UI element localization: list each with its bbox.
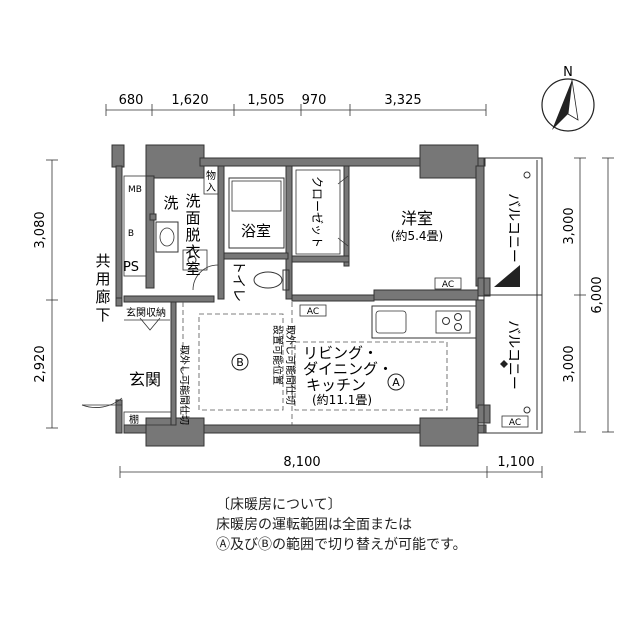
kitchen-counter: [371, 305, 477, 339]
top-dim-1505: 1,505: [247, 93, 284, 108]
balcony-drain-icon: [523, 171, 531, 179]
corridor-char-3: 廊: [95, 288, 110, 306]
monoire-char-2: 入: [206, 183, 216, 194]
monoire-char-1: 物: [206, 169, 216, 182]
floor-heating-area-b: [198, 313, 284, 411]
north-label: N: [563, 65, 573, 80]
ac-box: [434, 277, 462, 290]
top-dimension-line: [105, 104, 487, 116]
toilet-bowl-icon: [253, 271, 283, 289]
tana-label: 棚: [129, 413, 139, 426]
senmen-char-4: 衣: [185, 243, 200, 261]
ac-box: [299, 304, 327, 317]
diamond-marker-icon: [500, 360, 508, 368]
corridor-char-2: 用: [95, 270, 110, 288]
bottom-dim-8100: 8,100: [283, 455, 320, 470]
washbasin-icon: [155, 221, 179, 253]
floor-heating-note-title: 〔床暖房について〕: [216, 497, 342, 513]
western-room-area: (約5.4畳): [391, 228, 443, 243]
monoire-box: [203, 165, 219, 195]
senmen-char-3: 脱: [185, 226, 200, 244]
kitchen-sink-icon: [375, 310, 407, 334]
left-dim-2920: 2,920: [33, 345, 48, 382]
floor-heating-area-a: [294, 341, 448, 411]
right-dim-3000-top: 3,000: [562, 207, 577, 244]
ac-label-living: AC: [307, 307, 319, 317]
bath-label: 浴室: [241, 222, 271, 240]
top-dim-3325: 3,325: [384, 93, 421, 108]
toilet-tank-icon: [282, 269, 290, 291]
genkan-label: 玄関: [129, 370, 161, 389]
ldk-area: (約11.1畳): [312, 392, 372, 407]
bottom-dimension-line: [119, 466, 543, 478]
balcony-label-top: バルコニー: [505, 193, 521, 263]
ps-label: PS: [123, 260, 139, 275]
toilet-label: トイレ: [230, 260, 246, 302]
genkan-storage-label: 玄関収納: [126, 306, 166, 319]
triangle-marker-icon: [494, 265, 520, 287]
top-dim-680: 680: [119, 93, 144, 108]
stove-icon: [435, 310, 471, 334]
mb-label: MB: [128, 185, 142, 195]
bathtub-icon: [228, 177, 285, 249]
north-arrow-icon: N: [541, 65, 595, 132]
tana-box: [123, 411, 172, 426]
b-label: B: [128, 229, 134, 239]
closet-outline: [295, 169, 341, 255]
right-dimension-lines: [574, 157, 614, 433]
ldk-label-line1: リビング・: [303, 344, 378, 362]
left-dimension-line: [46, 159, 58, 429]
ac-label-western: AC: [442, 280, 454, 290]
door-swings: [81, 175, 349, 408]
corridor-char-1: 共: [95, 252, 110, 270]
sen-label: 洗: [163, 194, 178, 212]
washer-pan-icon: [182, 249, 208, 271]
western-room-title: 洋室: [401, 209, 433, 228]
floor-heating-note-line2: Ⓐ及びⒷの範囲で切り替えが可能です。: [216, 537, 467, 553]
burner-icon: [454, 313, 462, 321]
right-dim-6000: 6,000: [590, 276, 605, 313]
utility-box: [123, 175, 147, 277]
left-dim-3080: 3,080: [33, 211, 48, 248]
ac-box: [501, 415, 529, 428]
marker-a-label: A: [392, 376, 400, 389]
ldk-label-line2: ダイニング・: [303, 360, 393, 378]
senmen-char-1: 洗: [185, 192, 200, 210]
right-dim-3000-bottom: 3,000: [562, 345, 577, 382]
balcony-drain-icon: [523, 406, 531, 414]
bathtub-inner-icon: [231, 180, 282, 212]
balcony-label-bottom: バルコニー: [505, 320, 521, 390]
ldk-label-line3: キッチン: [306, 376, 366, 394]
bottom-dim-1100: 1,100: [497, 455, 534, 470]
center-partition-note-2: 設置可能位置: [271, 325, 284, 385]
floor-heating-note-line1: 床暖房の運転範囲は全面または: [216, 517, 412, 533]
burner-icon: [442, 317, 450, 325]
ac-label-balcony: AC: [509, 418, 521, 428]
closet-label: クローゼット: [310, 176, 324, 248]
walls: [111, 144, 491, 447]
marker-b-label: B: [236, 356, 244, 369]
marker-a-circle: [387, 373, 405, 391]
washbasin-bowl-icon: [159, 227, 175, 247]
senmen-char-5: 室: [185, 260, 200, 278]
senmen-char-2: 面: [185, 209, 200, 227]
marker-b-circle: [231, 353, 249, 371]
washer-drain-icon: [187, 255, 197, 265]
top-dim-1620: 1,620: [171, 93, 208, 108]
left-partition-note: 取外し可能間仕切: [178, 345, 191, 425]
top-dim-970: 970: [302, 93, 327, 108]
burner-icon: [454, 323, 462, 331]
center-partition-note-1: 取外し可能間仕切: [284, 325, 297, 405]
balcony-outline: [483, 157, 543, 434]
corridor-char-4: 下: [95, 306, 110, 324]
